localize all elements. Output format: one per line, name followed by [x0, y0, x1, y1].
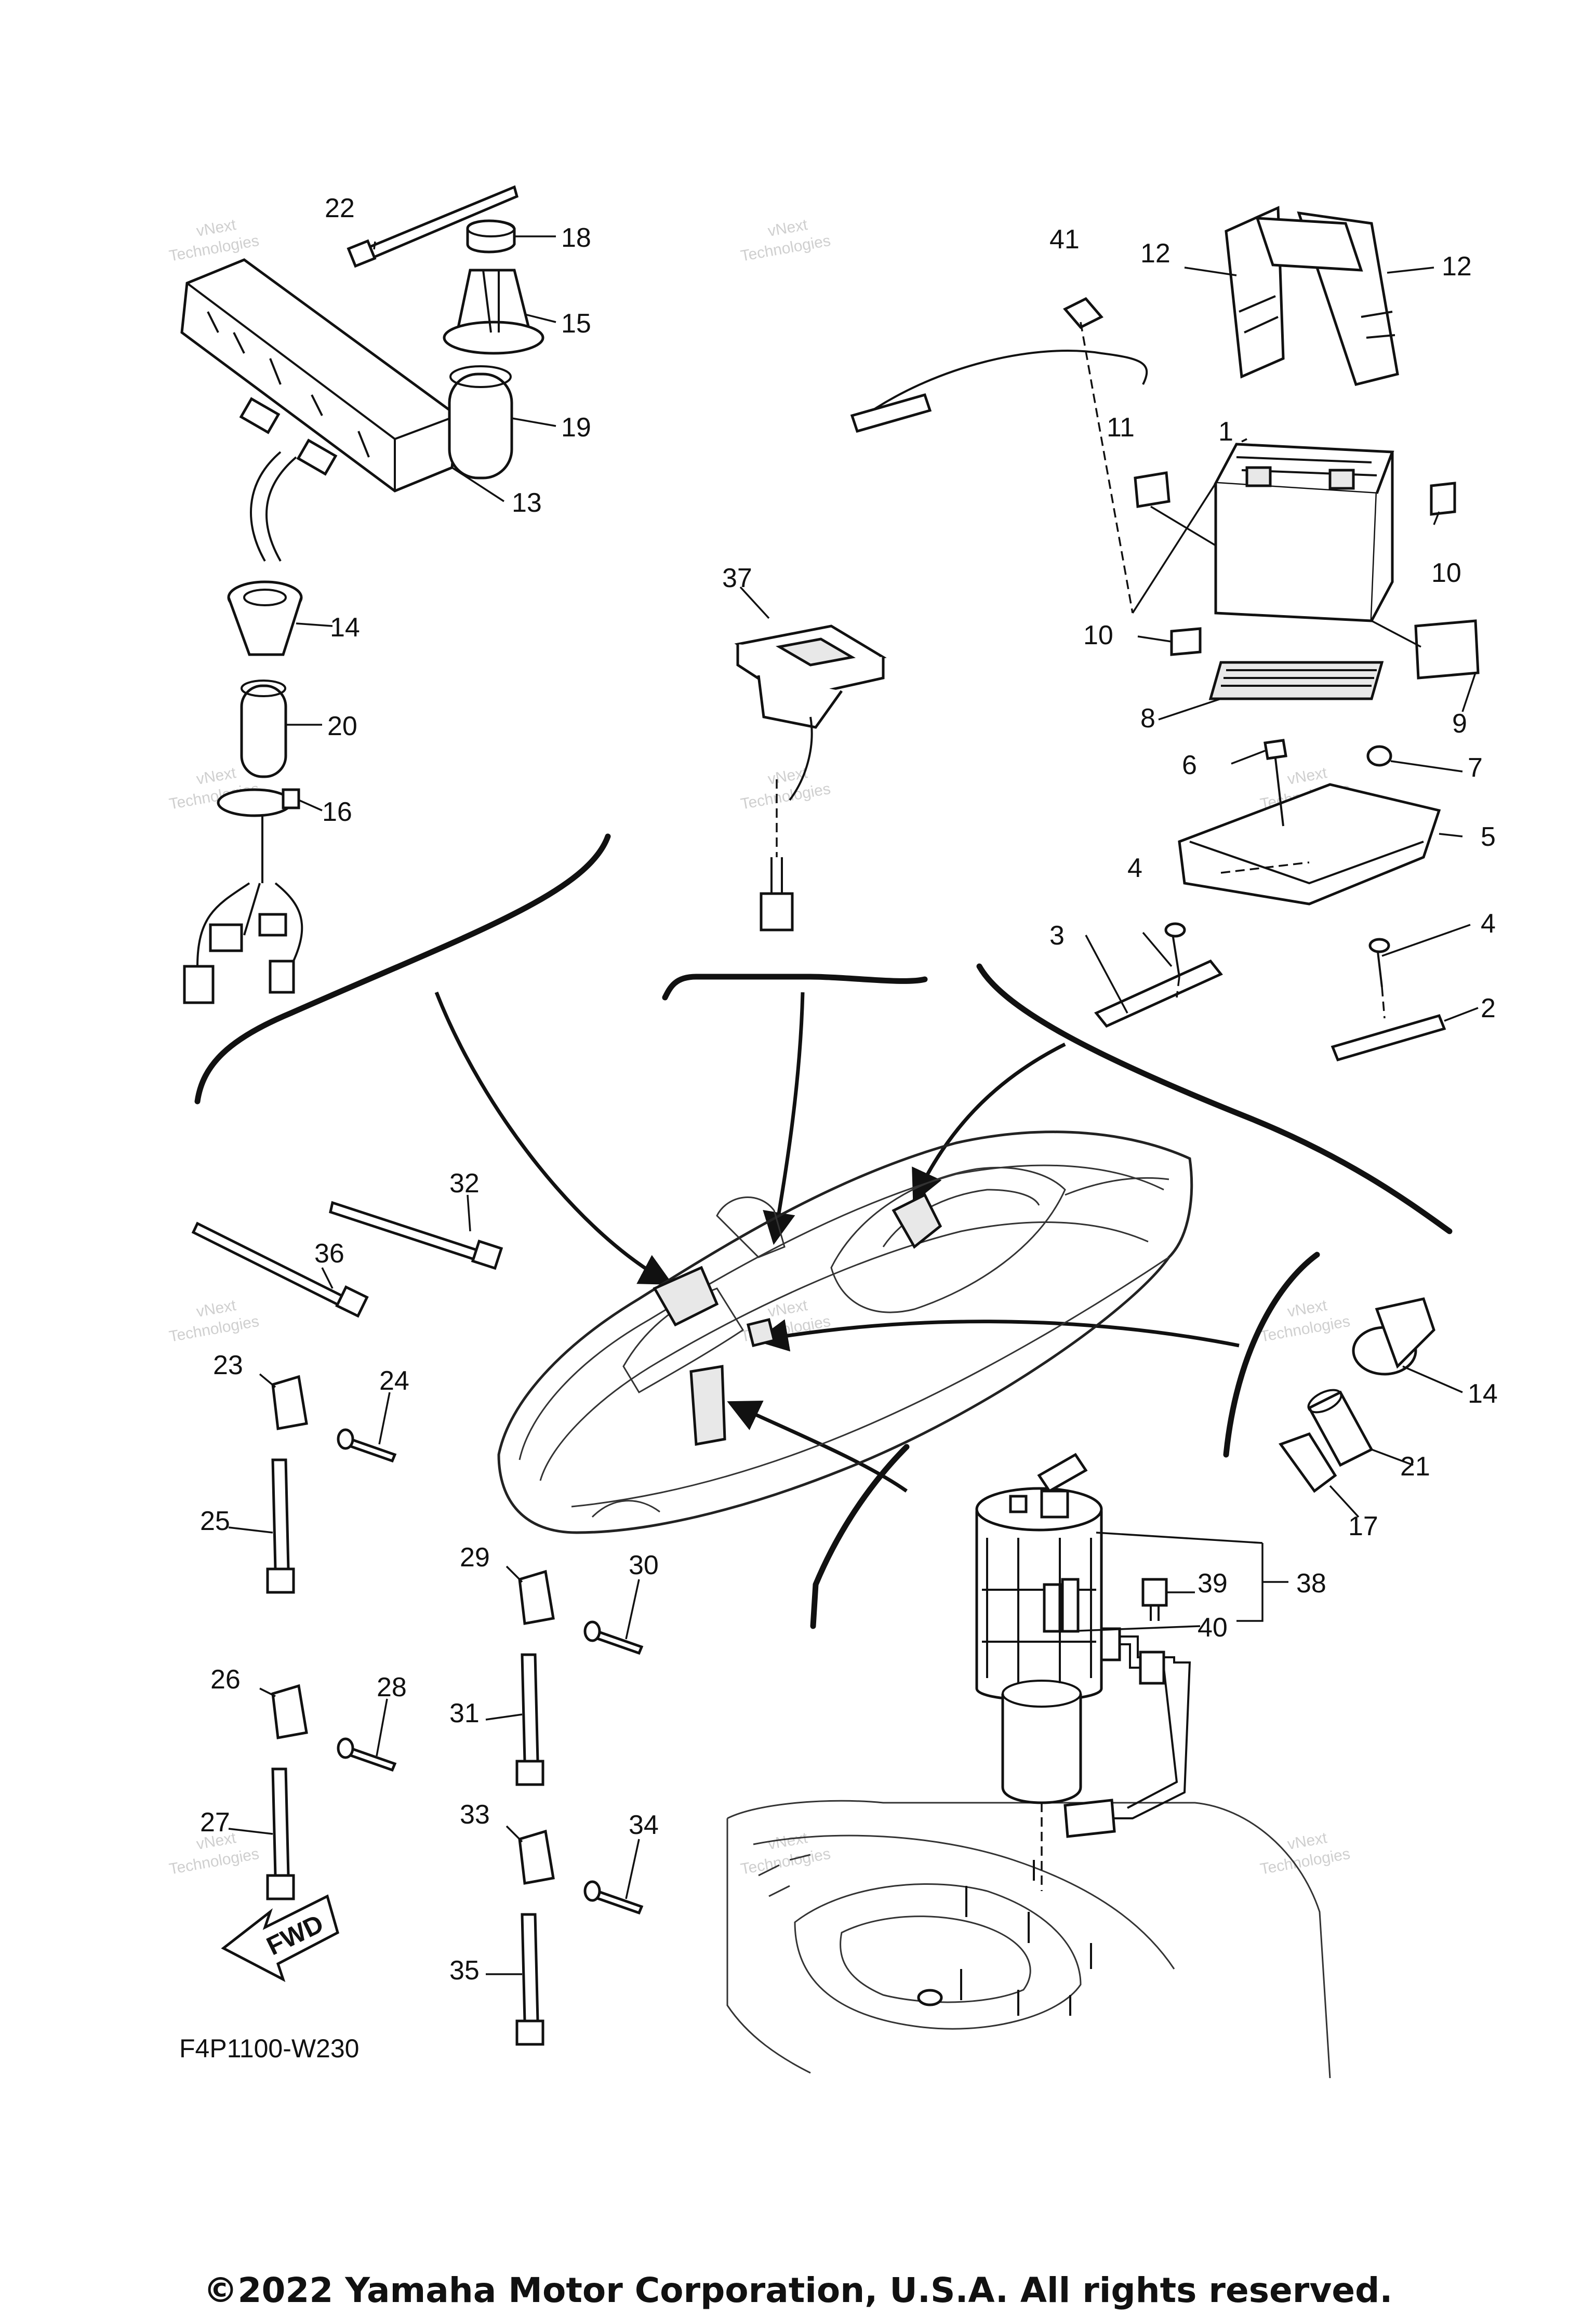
callout-26: 26 — [210, 1665, 241, 1695]
wire-harness-40 — [1101, 1635, 1191, 1819]
sensor-39 — [1141, 1578, 1168, 1607]
callout-12b: 12 — [1442, 251, 1472, 282]
highlight-meter-location — [653, 1266, 719, 1327]
callout-14b: 14 — [1468, 1379, 1498, 1409]
fuel-pump-group — [726, 1453, 1331, 2079]
tie-25 — [271, 1458, 290, 1571]
callout-41: 41 — [1049, 224, 1080, 255]
clamp-16 — [217, 788, 292, 817]
callout-40: 40 — [1198, 1613, 1228, 1643]
callout-27: 27 — [200, 1807, 230, 1838]
battery-box-5 — [1178, 783, 1441, 906]
battery-group — [850, 206, 1480, 1062]
ties-group: FWD — [191, 1194, 644, 2046]
cap-17 — [1279, 1432, 1337, 1493]
callout-39: 39 — [1198, 1568, 1228, 1599]
tube-19 — [448, 372, 513, 480]
clip-29 — [518, 1569, 555, 1625]
clip-23 — [271, 1375, 308, 1430]
callout-33: 33 — [460, 1800, 490, 1830]
battery-tray-8 — [1208, 661, 1384, 700]
cable-tie-32 — [329, 1201, 485, 1263]
callout-8: 8 — [1140, 703, 1155, 734]
callout-4a: 4 — [1127, 853, 1142, 883]
nut-7 — [1366, 745, 1392, 767]
callout-5: 5 — [1481, 822, 1496, 852]
callout-32: 32 — [449, 1168, 480, 1199]
clip-33 — [518, 1829, 555, 1885]
pad-11 — [1134, 471, 1171, 508]
callout-10b: 10 — [1083, 620, 1113, 650]
pointer-arrows — [434, 991, 1240, 1493]
callout-15: 15 — [561, 309, 591, 339]
callout-35: 35 — [449, 1955, 480, 1986]
callout-14a: 14 — [330, 613, 360, 643]
callout-25: 25 — [200, 1506, 230, 1536]
callout-17: 17 — [1348, 1511, 1378, 1541]
callout-10a: 10 — [1431, 558, 1461, 588]
callout-37: 37 — [722, 563, 752, 593]
diagram-code: F4P1100-W230 — [179, 2034, 359, 2063]
callout-7: 7 — [1468, 753, 1483, 783]
highlight-battery-location — [892, 1193, 942, 1249]
tie-35 — [521, 1913, 539, 2023]
bolt-6 — [1264, 739, 1287, 760]
callout-1: 1 — [1218, 417, 1233, 447]
callout-18: 18 — [561, 223, 591, 253]
callout-34: 34 — [629, 1810, 659, 1840]
battery-cable-41 — [856, 350, 1148, 422]
callout-36: 36 — [314, 1239, 344, 1269]
callout-21: 21 — [1400, 1452, 1430, 1482]
pad-10-left — [1170, 627, 1202, 656]
callout-23: 23 — [213, 1350, 243, 1380]
socket-group-right — [1279, 1297, 1463, 1518]
callout-labels: 1 2 3 4 4 5 6 7 8 9 10 10 11 12 12 13 14… — [200, 193, 1498, 1986]
callout-28: 28 — [377, 1672, 407, 1702]
callout-38: 38 — [1296, 1568, 1326, 1599]
callout-29: 29 — [460, 1542, 490, 1573]
callout-2: 2 — [1481, 993, 1496, 1023]
fwd-arrow-icon: FWD — [221, 1894, 339, 1983]
callout-6: 6 — [1182, 750, 1197, 780]
separators — [194, 833, 1453, 1629]
callout-31: 31 — [449, 1698, 480, 1728]
callout-24: 24 — [379, 1366, 409, 1396]
callout-19: 19 — [561, 413, 591, 443]
bracket-2 — [1331, 1014, 1446, 1062]
highlight-pump-location — [689, 1365, 726, 1446]
callout-12a: 12 — [1140, 238, 1171, 269]
callout-3: 3 — [1049, 921, 1065, 951]
connector — [183, 965, 215, 1004]
tie-27 — [271, 1767, 290, 1877]
tank-bolts — [960, 1860, 1092, 2016]
callout-11: 11 — [1107, 413, 1135, 443]
callout-22: 22 — [325, 193, 355, 223]
switch-group — [734, 586, 887, 932]
meter-group — [180, 185, 556, 1004]
pad-10-right — [1430, 482, 1456, 516]
tie-31 — [521, 1653, 539, 1763]
callout-9: 9 — [1452, 709, 1467, 739]
jet-ski-hull — [497, 1130, 1193, 1534]
fuel-tank — [726, 1800, 1331, 2079]
callout-4b: 4 — [1481, 909, 1496, 939]
copyright-notice: ©2022 Yamaha Motor Corporation, U.S.A. A… — [203, 2270, 1393, 2310]
callout-13: 13 — [512, 488, 542, 518]
callout-30: 30 — [629, 1550, 659, 1580]
pad-9 — [1414, 619, 1480, 680]
callout-16: 16 — [322, 797, 352, 827]
bracket-3 — [1094, 959, 1223, 1028]
switch-connector — [760, 892, 794, 932]
clip-26 — [271, 1684, 308, 1739]
callout-20: 20 — [327, 711, 357, 741]
tube-20 — [240, 684, 287, 778]
